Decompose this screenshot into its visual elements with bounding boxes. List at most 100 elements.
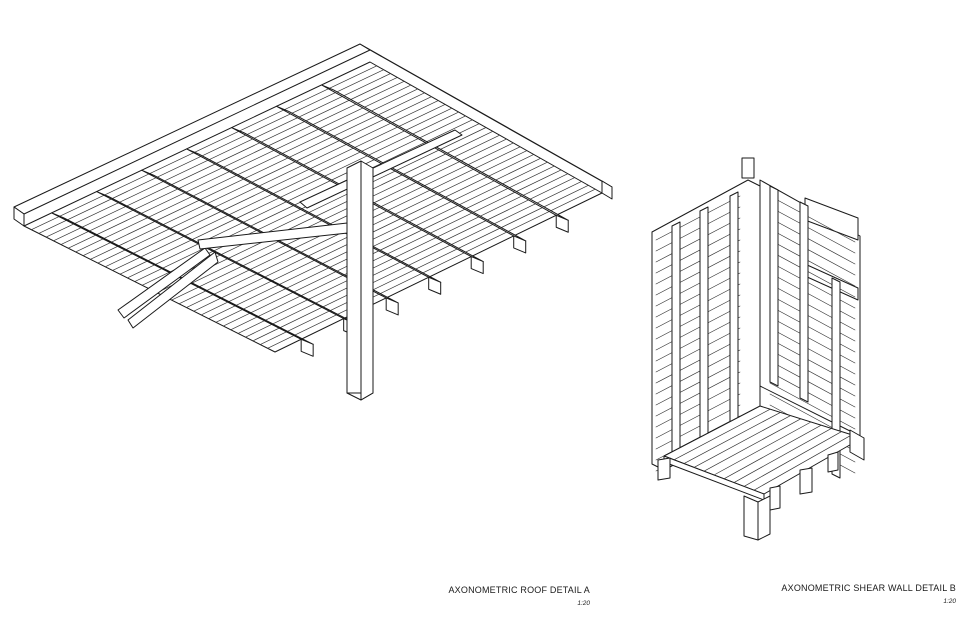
- left-siding-line: [655, 250, 741, 296]
- right-siding-line: [769, 239, 856, 287]
- joist-3: [799, 467, 813, 495]
- left-siding-line: [655, 338, 741, 384]
- deck-board-line: [683, 412, 781, 464]
- roof-brace-left: [117, 247, 211, 319]
- roof-plank-line: [215, 161, 548, 323]
- right-siding-line: [769, 371, 856, 419]
- wall-post-bottom-front: [743, 495, 759, 541]
- roof-plank-line: [252, 181, 582, 342]
- left-siding-line: [655, 283, 741, 329]
- roof-plank-line: [82, 92, 425, 256]
- wall-post-bottom-side: [757, 495, 771, 541]
- roof-plank-line: [230, 169, 562, 331]
- roof-plank-line: [245, 177, 576, 338]
- left-siding-line: [655, 316, 741, 362]
- roof-plank-line: [222, 165, 555, 327]
- roof-rafter-end: [513, 235, 527, 254]
- right-siding-line: [769, 206, 856, 254]
- left-siding-line: [655, 382, 741, 428]
- roof-brace-lower: [127, 251, 219, 329]
- roof-plank-line: [31, 65, 378, 231]
- deck-board-line: [693, 415, 791, 468]
- deck-board-line: [703, 418, 802, 472]
- joist-5: [849, 429, 865, 461]
- roof-post-base: [346, 392, 374, 401]
- roof-plank-line: [67, 84, 412, 249]
- left-siding-line: [655, 371, 741, 417]
- roof-eave-front: [601, 180, 613, 200]
- right-siding-line: [769, 382, 856, 430]
- left-siding-line: [655, 206, 741, 252]
- left-siding-line: [655, 217, 741, 263]
- roof-post-side: [360, 160, 374, 401]
- roof-detail-caption: AXONOMETRIC ROOF DETAIL A 1:20: [448, 585, 590, 607]
- right-siding-line: [769, 327, 856, 375]
- roof-rafter-end: [470, 256, 484, 275]
- roof-plank-line: [104, 104, 446, 268]
- left-siding-line: [655, 239, 741, 285]
- left-siding-line: [655, 305, 741, 351]
- left-siding-line: [655, 404, 741, 450]
- roof-plank-line: [75, 88, 419, 253]
- joist-2: [769, 485, 781, 511]
- left-siding-line: [655, 327, 741, 373]
- right-siding-line: [769, 338, 856, 386]
- roof-plank-line: [267, 188, 596, 349]
- roof-plank-line: [53, 77, 398, 242]
- right-siding-line: [769, 272, 856, 320]
- roof-plank-line: [127, 115, 466, 279]
- right-wall-stud: [831, 277, 841, 479]
- joist-4: [827, 451, 839, 473]
- left-siding-line: [655, 393, 741, 439]
- roof-plank-line: [60, 80, 405, 245]
- roof-sheathing: [23, 61, 603, 353]
- right-siding-line: [769, 261, 856, 309]
- left-siding-line: [655, 272, 741, 318]
- roof-rafter-end: [428, 276, 442, 295]
- right-siding-line: [769, 195, 856, 243]
- right-siding-line: [769, 316, 856, 364]
- shear-wall-detail-caption: AXONOMETRIC SHEAR WALL DETAIL B 1:20: [781, 583, 956, 605]
- roof-plank-line: [38, 69, 384, 234]
- right-siding-line: [769, 283, 856, 331]
- right-siding-line: [769, 217, 856, 265]
- left-siding-line: [655, 360, 741, 406]
- roof-detail-title: AXONOMETRIC ROOF DETAIL A: [448, 585, 590, 595]
- roof-plank-line: [208, 157, 541, 319]
- roof-plank-line: [90, 96, 432, 260]
- right-siding-line: [769, 294, 856, 342]
- right-siding-line: [769, 228, 856, 276]
- roof-detail-a-drawing: [13, 43, 613, 401]
- right-siding-line: [769, 360, 856, 408]
- wall-post-top: [741, 157, 755, 179]
- roof-post-front: [346, 160, 362, 394]
- roof-rafter-end: [385, 297, 399, 316]
- joist-1: [657, 457, 671, 481]
- roof-plank-line: [259, 184, 589, 345]
- deck-board-line: [673, 408, 771, 461]
- left-wall-stud: [671, 221, 681, 459]
- left-siding-line: [655, 261, 741, 307]
- roof-plank-line: [112, 107, 453, 271]
- left-siding-line: [655, 195, 741, 241]
- wall-studs: [671, 185, 841, 479]
- roof-detail-scale: 1:20: [577, 600, 590, 607]
- right-wall-stud: [799, 201, 809, 403]
- right-siding-line: [769, 250, 856, 298]
- deck-board-line: [723, 424, 822, 480]
- deck-board-line: [733, 428, 832, 483]
- roof-plank-line: [119, 111, 460, 275]
- deck-board-line: [743, 431, 842, 487]
- shear-wall-detail-b-drawing: [651, 157, 865, 541]
- deck-board-line: [753, 434, 853, 491]
- roof-plank-line: [171, 138, 507, 301]
- roof-plank-line: [237, 173, 569, 334]
- roof-rafter-end: [300, 338, 314, 357]
- roof-ridge-beam: [299, 129, 463, 209]
- left-siding-line: [655, 349, 741, 395]
- right-siding-line: [769, 349, 856, 397]
- right-siding-line: [769, 305, 856, 353]
- left-wall-stud: [699, 206, 709, 444]
- floor-deck-boards: [673, 408, 853, 491]
